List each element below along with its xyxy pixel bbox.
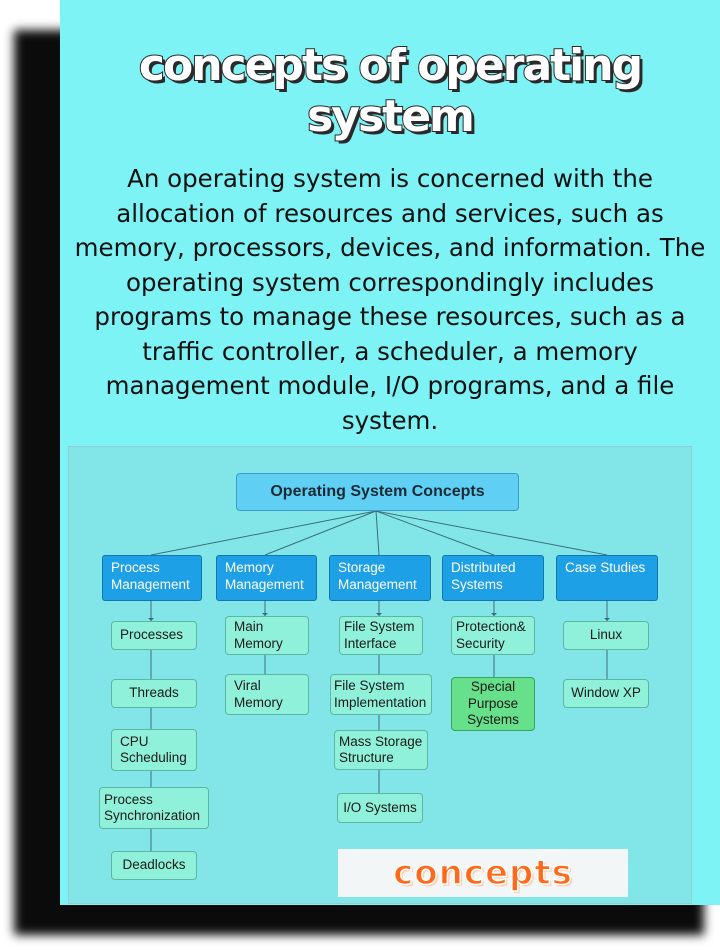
- leaf-file-system-interface: File System Interface: [339, 616, 423, 655]
- page-title: concepts of operating system: [138, 39, 644, 143]
- leaf-viral-memory: Viral Memory: [225, 674, 309, 715]
- category-storage-management: Storage Management: [329, 555, 431, 601]
- connector-lines: [148, 510, 610, 851]
- poster-card: concepts of operating system An operatin…: [60, 0, 720, 905]
- category-case-studies: Case Studies: [556, 555, 658, 601]
- leaf-special-purpose-systems: Special Purpose Systems: [451, 677, 535, 731]
- category-distributed-systems: Distributed Systems: [442, 555, 544, 601]
- description-text: An operating system is concerned with th…: [74, 164, 706, 435]
- category-process-management: Process Management: [102, 555, 202, 601]
- root-node: Operating System Concepts: [236, 473, 519, 511]
- leaf-linux: Linux: [563, 621, 649, 650]
- concepts-badge: concepts: [338, 849, 628, 897]
- leaf-processes: Processes: [111, 621, 197, 650]
- os-concepts-diagram: Operating System Concepts Process Manage…: [68, 446, 692, 904]
- leaf-protection-security: Protection& Security: [451, 616, 535, 655]
- category-memory-management: Memory Management: [216, 555, 317, 601]
- leaf-io-systems: I/O Systems: [337, 793, 423, 823]
- leaf-window-xp: Window XP: [563, 679, 649, 708]
- leaf-mass-storage-structure: Mass Storage Structure: [334, 730, 428, 770]
- leaf-process-synchronization: Process Synchronization: [99, 787, 209, 829]
- leaf-main-memory: Main Memory: [225, 616, 309, 655]
- leaf-cpu-scheduling: CPU Scheduling: [111, 729, 197, 771]
- leaf-file-system-implementation: File System Implementation: [330, 674, 432, 715]
- leaf-deadlocks: Deadlocks: [111, 851, 197, 880]
- leaf-threads: Threads: [111, 679, 197, 708]
- badge-text: concepts: [392, 852, 573, 894]
